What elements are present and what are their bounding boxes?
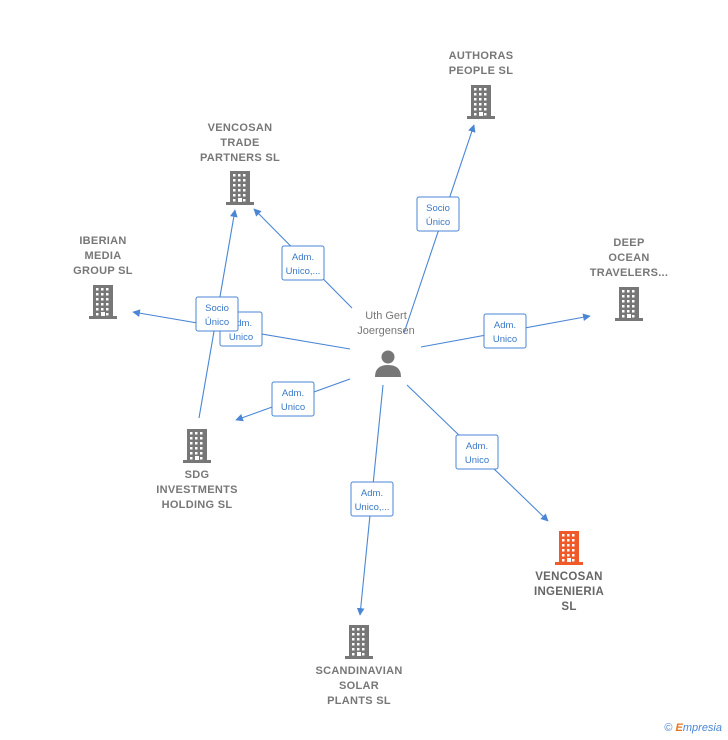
footer-brand[interactable]: © Empresia — [664, 722, 722, 734]
building-icon-authoras[interactable] — [467, 85, 495, 119]
edge-label-line: Adm. — [292, 252, 314, 263]
edge-label-line: Unico,... — [286, 266, 321, 277]
company-label-line: OCEAN — [608, 252, 649, 264]
company-label-authoras[interactable]: AUTHORAS PEOPLE SL — [449, 50, 514, 77]
building-icon-iberian[interactable] — [89, 285, 117, 319]
person-name-line: Joergensen — [357, 325, 415, 337]
copyright-symbol: © — [664, 722, 673, 734]
building-icon-deep-ocean[interactable] — [615, 287, 643, 321]
company-label-line: DEEP — [613, 237, 644, 249]
person-name-line: Uth Gert — [365, 310, 407, 322]
edge-label-line: Unico — [229, 332, 253, 343]
edge-label-person-to-sdg[interactable]: Adm. Unico — [271, 381, 315, 417]
building-icon-scandinavian[interactable] — [345, 625, 373, 659]
person-icon[interactable] — [375, 350, 401, 378]
edge-label-line: Adm. — [230, 318, 252, 329]
edge-label-line: Adm. — [466, 441, 488, 452]
company-label-line: AUTHORAS — [449, 50, 514, 62]
company-label-line: SCANDINAVIAN — [315, 665, 402, 677]
company-label-vencosan-trade[interactable]: VENCOSAN TRADE PARTNERS SL — [200, 122, 280, 164]
company-label-line: INGENIERIA — [534, 586, 604, 598]
company-label-deep-ocean[interactable]: DEEP OCEAN TRAVELERS... — [590, 237, 669, 279]
company-label-line: TRADE — [220, 137, 259, 149]
edge-label-line: Adm. — [282, 388, 304, 399]
company-label-vencosan-ing[interactable]: VENCOSAN INGENIERIA SL — [534, 571, 604, 613]
edge-label-line: Unico — [281, 402, 305, 413]
company-label-line: SL — [561, 601, 576, 613]
company-label-line: VENCOSAN — [535, 571, 603, 583]
company-label-line: TRAVELERS... — [590, 267, 669, 279]
company-label-line: IBERIAN — [79, 235, 126, 247]
edge-label-line: Adm. — [361, 488, 383, 499]
edge-label-line: Unico,... — [355, 502, 390, 513]
edge-label-person-to-vencosan-trade[interactable]: Adm. Unico,... — [281, 245, 325, 281]
brand-name: mpresia — [682, 722, 722, 734]
edge-label-person-to-scandinavian[interactable]: Adm. Unico,... — [350, 481, 394, 517]
edge-label-line: Socio — [426, 203, 450, 214]
edge-label-person-to-vencosan-ing[interactable]: Adm. Unico — [455, 434, 499, 470]
company-label-line: SDG — [185, 469, 210, 481]
company-label-line: HOLDING SL — [162, 499, 233, 511]
building-icon-sdg[interactable] — [183, 429, 211, 463]
edge-label-line: Único — [426, 217, 450, 228]
company-label-line: GROUP SL — [73, 265, 133, 277]
company-label-line: PLANTS SL — [327, 695, 391, 707]
edge-label-line: Único — [205, 317, 229, 328]
edge-label-line: Unico — [465, 455, 489, 466]
company-label-sdg[interactable]: SDG INVESTMENTS HOLDING SL — [156, 469, 238, 511]
company-label-iberian[interactable]: IBERIAN MEDIA GROUP SL — [73, 235, 133, 277]
edge-label-line: Adm. — [494, 320, 516, 331]
nodes-layer: AUTHORAS PEOPLE SL VENCOSAN TRADE PARTNERS S… — [73, 50, 668, 707]
company-label-scandinavian[interactable]: SCANDINAVIAN SOLAR PLANTS SL — [315, 665, 402, 707]
edge-label-line: Socio — [205, 303, 229, 314]
company-label-line: INVESTMENTS — [156, 484, 238, 496]
edges-layer — [132, 124, 591, 616]
edge-label-person-to-deep-ocean[interactable]: Adm. Unico — [483, 313, 527, 349]
edge-labels-layer: SocioÚnicoAdm.Unico,...Adm.UnicoAdm.Unic… — [195, 196, 527, 517]
company-label-line: MEDIA — [85, 250, 122, 262]
building-icon-vencosan-ing[interactable] — [555, 531, 583, 565]
company-label-line: VENCOSAN — [208, 122, 273, 134]
company-label-line: SOLAR — [339, 680, 379, 692]
brand-initial: E — [675, 722, 683, 734]
company-label-line: PEOPLE SL — [449, 65, 513, 77]
building-icon-vencosan-trade[interactable] — [226, 171, 254, 205]
company-label-line: PARTNERS SL — [200, 152, 280, 164]
edge-label-line: Unico — [493, 334, 517, 345]
